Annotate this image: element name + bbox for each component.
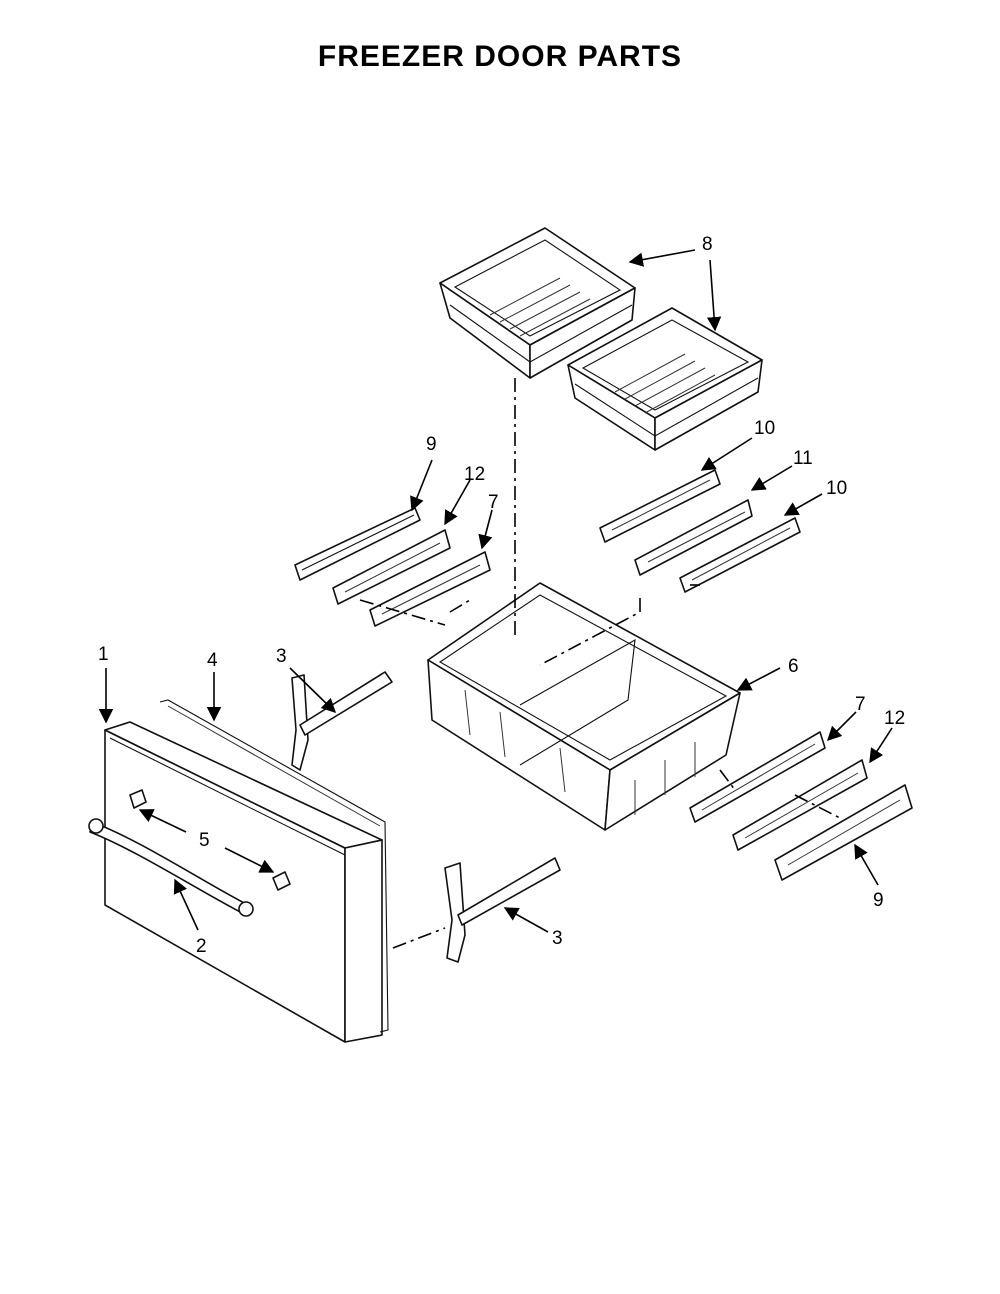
callout-11: 11 — [793, 448, 813, 469]
upper-basket-right — [567, 307, 763, 451]
door-bracket-lower — [444, 857, 561, 963]
callout-1: 1 — [98, 644, 109, 665]
left-rail-9 — [294, 507, 421, 581]
handle-screws — [129, 789, 291, 891]
callout-labels: 8 9 12 7 10 11 10 1 4 3 5 2 3 6 7 12 9 — [98, 234, 905, 957]
callout-7-right: 7 — [855, 694, 866, 715]
left-rail-12 — [332, 529, 451, 605]
left-rail-7 — [369, 551, 491, 627]
door-handle — [88, 818, 254, 917]
callout-3-upper: 3 — [276, 646, 287, 667]
callout-8: 8 — [702, 234, 713, 255]
right-rail-11 — [634, 499, 753, 576]
right-rail-10-upper — [599, 469, 721, 543]
callout-12-right: 12 — [884, 708, 905, 729]
door-bracket-upper — [291, 671, 393, 771]
callout-9-right: 9 — [873, 890, 884, 911]
right-lower-rail-12 — [732, 759, 868, 851]
callout-3-lower: 3 — [552, 928, 563, 949]
assembly-lines — [359, 378, 841, 949]
leader-lines — [98, 249, 893, 933]
callout-6: 6 — [788, 656, 799, 677]
door-gasket — [159, 699, 389, 1033]
callout-4: 4 — [207, 650, 218, 671]
callout-9-left: 9 — [426, 434, 437, 455]
upper-basket-left — [439, 227, 636, 379]
freezer-bin — [427, 582, 741, 831]
freezer-door-panel — [104, 721, 383, 1043]
callout-5: 5 — [199, 830, 210, 851]
callout-12-left: 12 — [464, 464, 485, 485]
callout-10-lower: 10 — [826, 478, 847, 499]
diagram-title: FREEZER DOOR PARTS — [317, 40, 683, 73]
callout-7-left: 7 — [488, 492, 499, 513]
callout-2: 2 — [196, 936, 207, 957]
callout-10-upper: 10 — [754, 418, 775, 439]
right-rail-10-lower — [679, 517, 801, 593]
right-lower-rail-7 — [689, 731, 826, 823]
right-lower-rail-9 — [774, 784, 913, 881]
